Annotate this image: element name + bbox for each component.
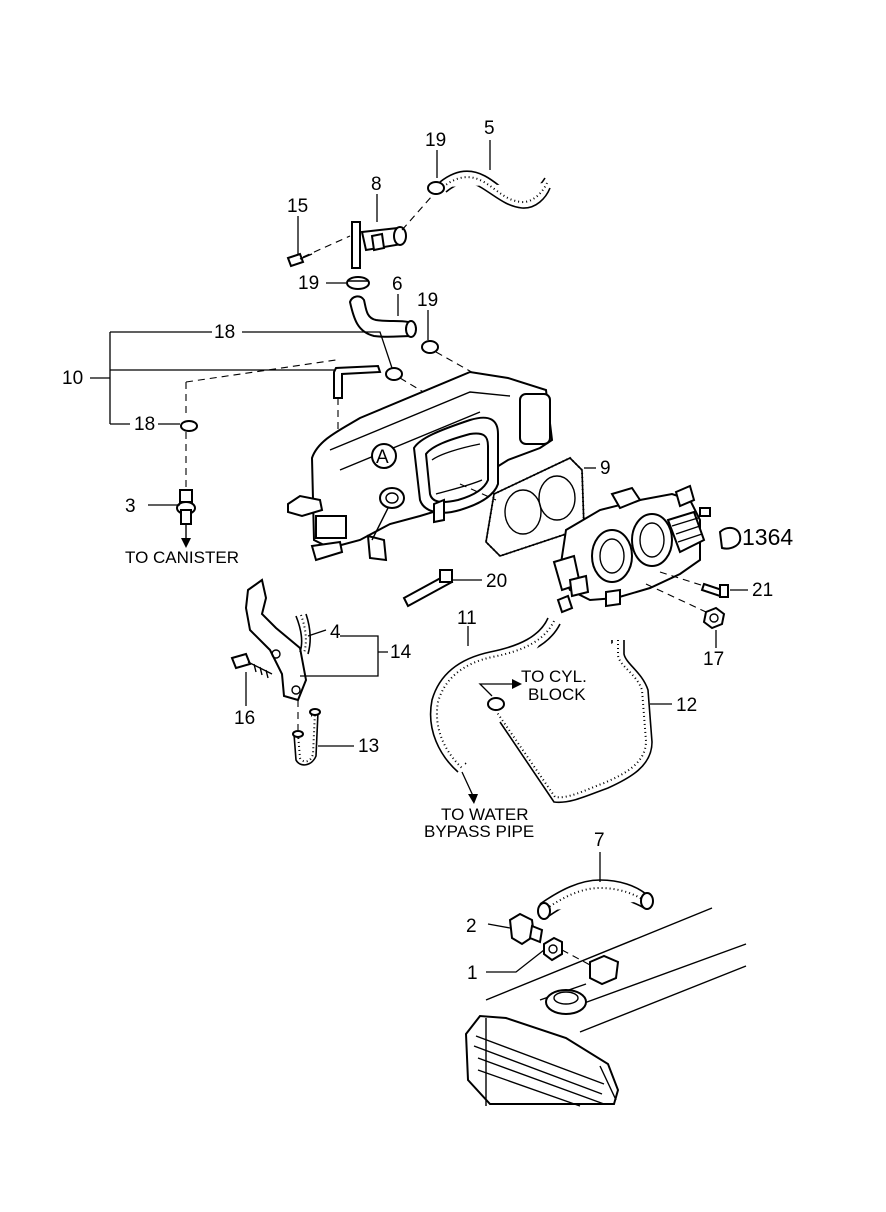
callout-2: 2 xyxy=(466,916,477,937)
note-to-cyl-block-line2: BLOCK xyxy=(528,685,586,704)
callout-11: 11 xyxy=(457,608,477,629)
note-to-cyl-block-line1: TO CYL. xyxy=(521,667,587,686)
callout-5: 5 xyxy=(484,118,495,139)
callout-20: 20 xyxy=(486,571,507,592)
callout-1: 1 xyxy=(467,963,478,984)
routing-notes: TO CANISTER TO CYL. BLOCK TO WATER BYPAS… xyxy=(125,548,587,841)
callout-19-mid: 19 xyxy=(298,273,319,294)
callout-labels: 5 19 8 15 19 6 19 18 10 18 A 3 9 1364 20… xyxy=(62,118,793,984)
callout-17: 17 xyxy=(703,649,724,670)
callout-12: 12 xyxy=(676,695,697,716)
note-to-water-line1: TO WATER xyxy=(441,805,529,824)
hose-7 xyxy=(537,879,654,920)
detail-a-marker xyxy=(371,443,397,469)
callout-18-lower: 18 xyxy=(134,414,155,435)
callout-9: 9 xyxy=(600,458,611,479)
callout-15: 15 xyxy=(287,196,308,217)
clamp-18-upper xyxy=(385,367,403,381)
note-to-canister: TO CANISTER xyxy=(125,548,239,567)
clamp-19-mid xyxy=(346,276,370,290)
hose-4 xyxy=(295,613,311,655)
hose-5 xyxy=(439,170,551,209)
hose-6 xyxy=(348,295,417,338)
callout-4: 4 xyxy=(330,622,341,643)
callout-8: 8 xyxy=(371,174,382,195)
note-to-water-line2: BYPASS PIPE xyxy=(424,822,534,841)
bolt-15 xyxy=(286,252,313,268)
clamp-18-lower xyxy=(180,420,198,432)
callout-19-right: 19 xyxy=(417,290,438,311)
clamp-19-top xyxy=(427,181,445,195)
callout-14: 14 xyxy=(390,642,412,663)
callout-18-upper: 18 xyxy=(214,322,235,343)
hose-11 xyxy=(429,617,561,804)
callout-13: 13 xyxy=(358,736,379,757)
cylinder-head xyxy=(464,907,747,1107)
leader-lines xyxy=(90,140,748,973)
callout-1364: 1364 xyxy=(742,524,793,550)
intake-plenum xyxy=(287,370,554,562)
nut-17 xyxy=(702,606,726,630)
fitting-1 xyxy=(543,936,563,962)
hose-12 xyxy=(478,640,653,804)
hose-13 xyxy=(292,708,321,766)
valve-3 xyxy=(176,489,196,548)
callout-7: 7 xyxy=(594,830,605,851)
callout-6: 6 xyxy=(392,274,403,295)
bolt-21 xyxy=(700,582,729,598)
callout-21: 21 xyxy=(752,580,773,601)
clamp-19-right xyxy=(421,340,439,354)
fitting-2 xyxy=(508,912,544,946)
sensor-20 xyxy=(402,569,454,608)
bolt-16 xyxy=(230,652,273,679)
callout-19-top: 19 xyxy=(425,130,446,151)
tube-18 xyxy=(333,364,382,399)
callout-16: 16 xyxy=(234,708,255,729)
callout-3: 3 xyxy=(125,496,136,517)
callout-10: 10 xyxy=(62,368,83,389)
detail-a-label: A xyxy=(376,447,389,468)
fitting-8 xyxy=(351,221,407,269)
bracket-14 xyxy=(244,578,308,702)
